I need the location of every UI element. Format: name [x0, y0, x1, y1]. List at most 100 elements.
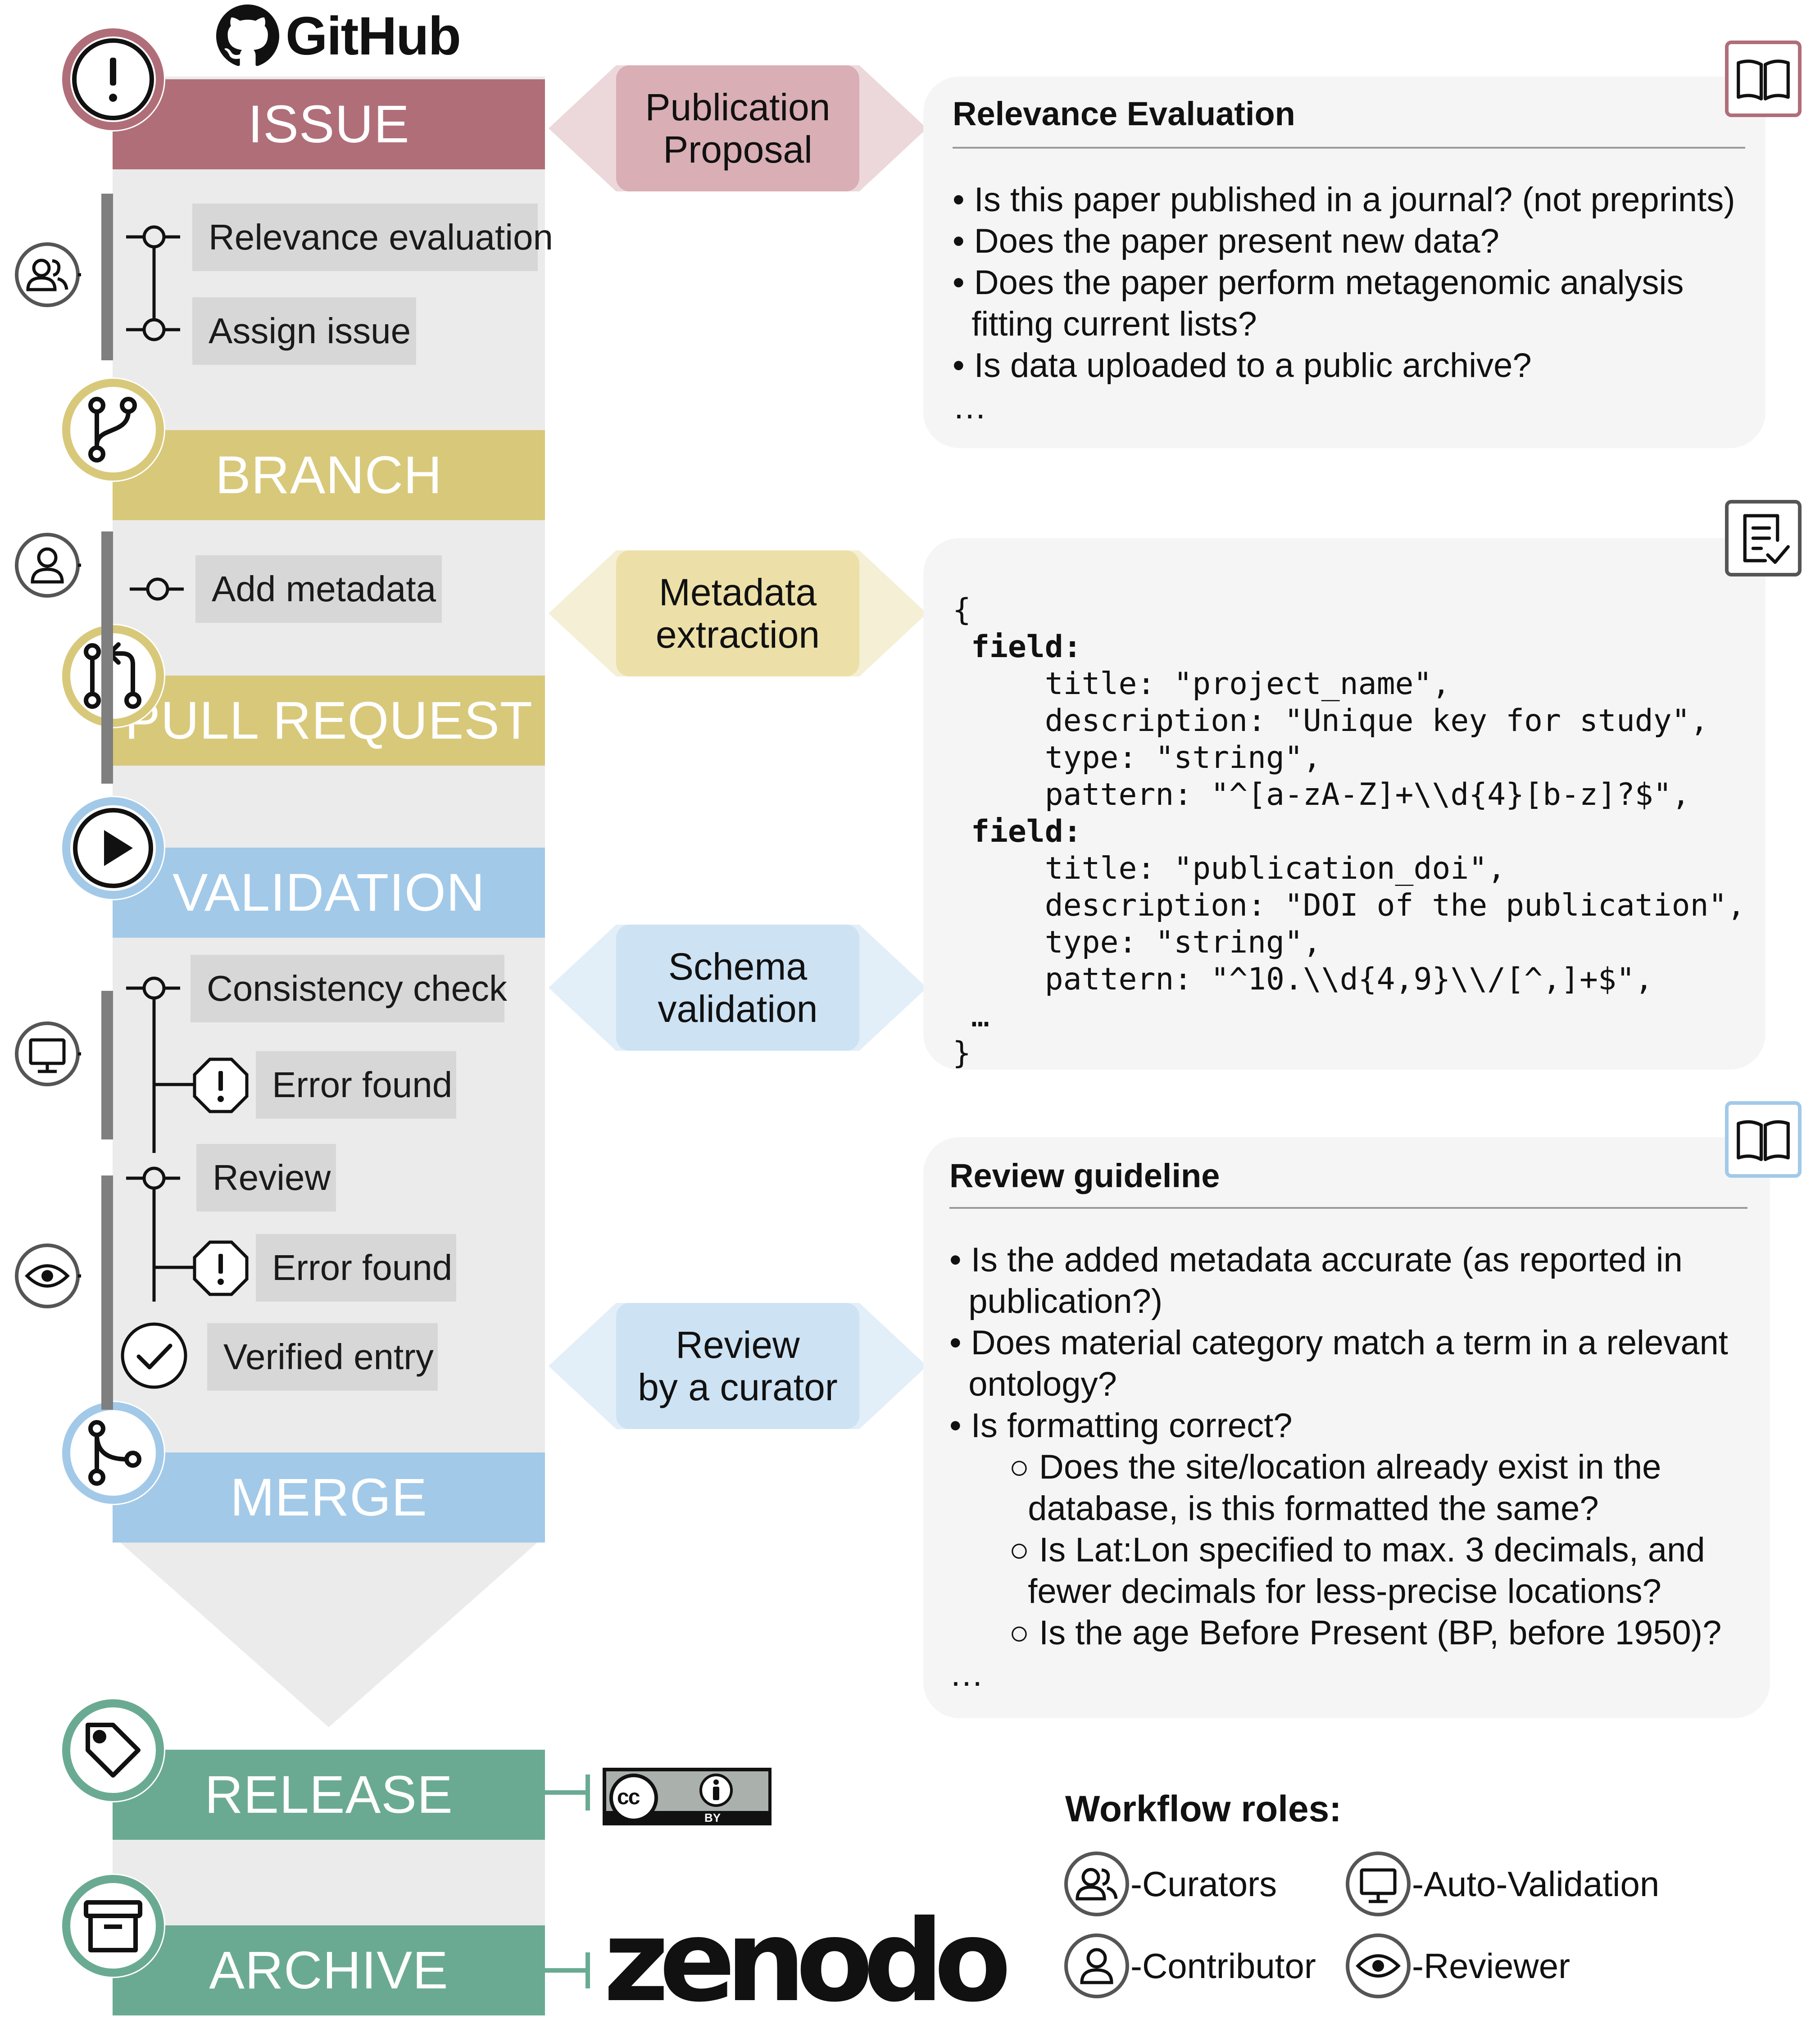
tag-line: extraction — [655, 613, 820, 656]
workflow-arrow-head — [113, 1536, 545, 1727]
review-item: ontology? — [949, 1365, 1117, 1403]
cc-by-label: BY — [704, 1811, 721, 1824]
monitor-icon — [1346, 1851, 1411, 1916]
step-verified-entry: Verified entry — [207, 1323, 438, 1391]
review-item: • Is the added metadata accurate (as rep… — [949, 1241, 1683, 1279]
schema-card — [923, 538, 1766, 1070]
stage-issue: ISSUE — [113, 79, 545, 169]
code-line: title: "publication_doi", — [953, 851, 1506, 886]
relevance-evaluation-card — [923, 77, 1766, 448]
relevance-item: … — [953, 388, 987, 426]
review-subitem: fewer decimals for less-precise location… — [1009, 1572, 1661, 1611]
relevance-item: • Is data uploaded to a public archive? — [953, 346, 1532, 385]
relevance-item: • Does the paper present new data? — [953, 222, 1499, 260]
step-error-found: Error found — [256, 1234, 456, 1302]
review-card-title: Review guideline — [949, 1157, 1220, 1194]
zenodo-logo: zenodo — [604, 1896, 1012, 2027]
stage-branch: BRANCH — [113, 430, 545, 520]
legend-label: -Auto-Validation — [1412, 1864, 1660, 1904]
code-line: description: "DOI of the publication", — [953, 888, 1746, 923]
code-line: field: — [953, 629, 1082, 665]
schema-code-block: { field: title: "project_name", descript… — [953, 555, 1745, 1109]
relevance-item: • Is this paper published in a journal? … — [953, 181, 1735, 219]
legend-label: -Curators — [1130, 1864, 1277, 1904]
code-line: { — [953, 592, 971, 628]
step-error-found: Error found — [256, 1051, 456, 1119]
review-item: • Is formatting correct? — [949, 1407, 1293, 1445]
step-relevance-evaluation: Relevance evaluation — [192, 204, 553, 271]
code-line: title: "project_name", — [953, 666, 1451, 702]
branch-stage-icon — [61, 377, 165, 482]
legend-auto-validation: -Auto-Validation — [1344, 1850, 1659, 1918]
role-bar-auto-validation — [101, 991, 113, 1139]
legend-label: -Reviewer — [1412, 1946, 1570, 1986]
card-divider — [953, 147, 1745, 149]
reviewer-role-icon — [14, 1242, 81, 1310]
cc-by-license-badge: cc BY — [603, 1768, 772, 1825]
step-review: Review — [196, 1144, 336, 1212]
stage-archive: ARCHIVE — [113, 1925, 545, 2015]
merge-stage-icon — [61, 1401, 165, 1505]
error-icon — [193, 1057, 249, 1113]
code-line: type: "string", — [953, 925, 1321, 960]
tag-line: validation — [658, 988, 818, 1030]
review-item: … — [949, 1655, 984, 1693]
review-subitem: ○ Is the age Before Present (BP, before … — [1009, 1614, 1722, 1652]
book-icon — [1725, 1101, 1802, 1178]
review-guideline-card — [923, 1137, 1770, 1718]
user-icon — [1064, 1933, 1129, 1998]
github-octocat-icon — [216, 5, 279, 66]
book-icon — [1725, 41, 1802, 117]
relevance-item: fitting current lists? — [953, 305, 1257, 343]
eye-icon — [1346, 1933, 1411, 1998]
github-wordmark: GitHub — [286, 6, 461, 66]
pull-request-stage-icon — [61, 624, 165, 728]
validation-stage-icon — [61, 796, 165, 900]
archive-stage-icon — [61, 1874, 165, 1978]
legend-label: -Contributor — [1130, 1946, 1316, 1986]
cc-text: cc — [617, 1785, 640, 1809]
relevance-item: • Does the paper perform metagenomic ana… — [953, 263, 1684, 302]
tag-line: Proposal — [663, 128, 812, 171]
stage-pull-request: PULL REQUEST — [113, 676, 545, 766]
auto-validation-role-icon — [14, 1020, 81, 1088]
legend-reviewer: -Reviewer — [1344, 1932, 1570, 2000]
card-divider — [949, 1207, 1747, 1209]
check-circle-icon — [121, 1322, 187, 1389]
code-line: pattern: "^10.\\d{4,9}\\/[^,]+$", — [953, 962, 1653, 997]
code-line: field: — [953, 814, 1082, 849]
tag-line: Schema — [668, 945, 808, 988]
review-subitem: ○ Does the site/location already exist i… — [1009, 1448, 1661, 1486]
review-item: publication?) — [949, 1282, 1163, 1321]
attribution-person-icon — [699, 1774, 733, 1807]
issue-stage-icon — [61, 27, 165, 132]
curators-icon — [1064, 1851, 1129, 1916]
code-line: } — [953, 1035, 971, 1071]
legend-curators: -Curators — [1063, 1850, 1277, 1918]
commit-graph — [126, 225, 194, 1302]
archive-connector — [545, 1952, 590, 1988]
code-line: type: "string", — [953, 740, 1321, 776]
review-item: • Does material category match a term in… — [949, 1324, 1728, 1362]
relevance-card-title: Relevance Evaluation — [953, 95, 1295, 132]
review-subitem: database, is this formatted the same? — [1009, 1489, 1599, 1528]
release-stage-icon — [61, 1698, 165, 1802]
tag-line: Review — [676, 1324, 800, 1366]
contributor-role-icon — [14, 531, 81, 599]
legend-title: Workflow roles: — [1065, 1788, 1342, 1829]
review-subitem: ○ Is Lat:Lon specified to max. 3 decimal… — [1009, 1531, 1705, 1569]
step-assign-issue: Assign issue — [192, 297, 416, 365]
stage-validation: VALIDATION — [113, 848, 545, 938]
curators-role-icon — [14, 241, 81, 309]
role-bar-curators — [101, 194, 113, 360]
release-connector — [545, 1774, 590, 1811]
role-bar-contributor — [101, 531, 113, 784]
tag-line: Publication — [645, 86, 831, 128]
code-line: pattern: "^[a-zA-Z]+\\d{4}[b-z]?$", — [953, 777, 1690, 812]
role-bar-reviewer — [101, 1175, 113, 1410]
step-add-metadata: Add metadata — [195, 555, 442, 623]
